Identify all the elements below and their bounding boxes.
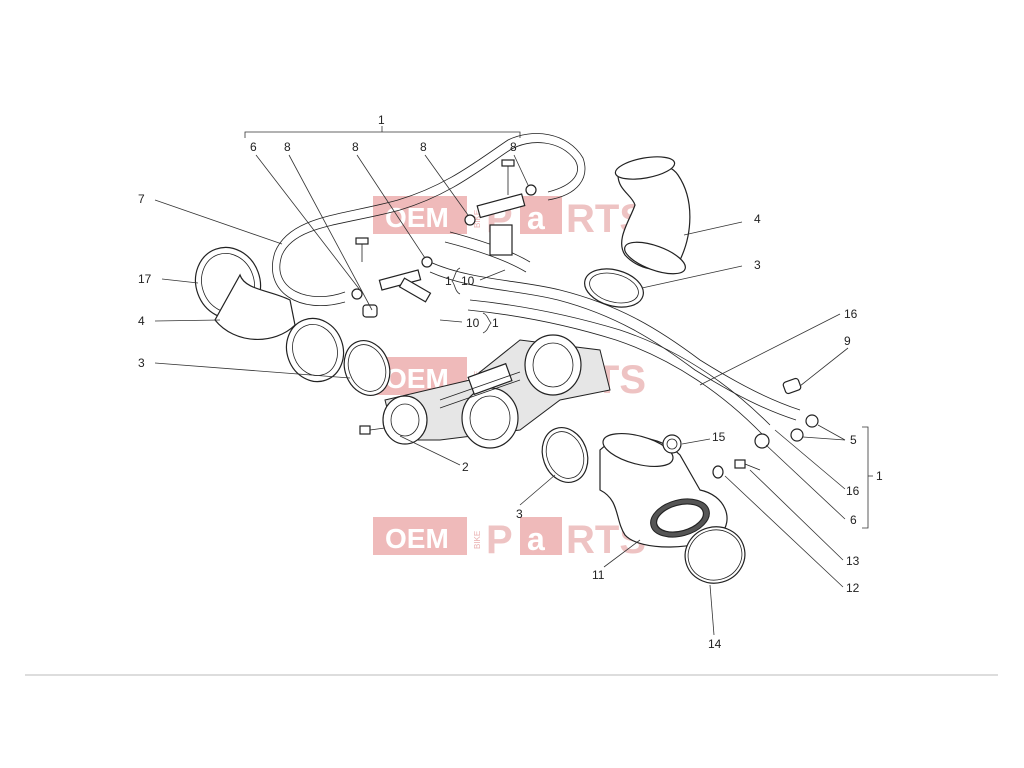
bracket-group-1-top xyxy=(244,126,521,138)
watermark-bottom: OEM BIKE P a RTS xyxy=(373,517,646,562)
callout-labels: 1 6 8 8 8 8 7 17 4 3 1 10 10 1 4 3 16 9 … xyxy=(138,113,883,651)
callout-10-a: 10 xyxy=(461,274,475,288)
brace-10-upper xyxy=(451,267,461,295)
callout-3-left: 3 xyxy=(138,356,145,370)
clamp-3-bottom xyxy=(541,427,589,483)
brace-10-lower xyxy=(482,312,492,334)
callout-4-right: 4 xyxy=(754,212,761,226)
callout-10-b: 10 xyxy=(466,316,480,330)
intake-elbow-right xyxy=(614,156,691,275)
callout-5: 5 xyxy=(850,433,857,447)
callout-16-top: 16 xyxy=(844,307,858,321)
callout-8-d: 8 xyxy=(510,140,517,154)
throttle-body-assembly xyxy=(382,334,611,449)
screw-13 xyxy=(734,459,761,471)
callout-8-c: 8 xyxy=(420,140,427,154)
callout-11: 11 xyxy=(592,568,605,582)
clamps-5 xyxy=(790,414,819,442)
cap-6-top xyxy=(362,304,378,318)
rubber-cap-15 xyxy=(662,434,682,454)
callout-12: 12 xyxy=(846,581,860,595)
bracket-group-1-right xyxy=(862,426,873,529)
washer-12 xyxy=(712,465,724,479)
callout-14: 14 xyxy=(708,637,722,651)
callout-1-mid2: 1 xyxy=(492,316,499,330)
svg-text:P: P xyxy=(486,518,513,562)
callout-1-mid: 1 xyxy=(445,274,452,288)
callout-8-a: 8 xyxy=(284,140,291,154)
svg-text:OEM: OEM xyxy=(385,202,449,233)
cap-6-bottom xyxy=(754,433,770,449)
svg-text:BIKE: BIKE xyxy=(473,210,482,228)
callout-3-bot: 3 xyxy=(516,507,523,521)
svg-text:BIKE: BIKE xyxy=(473,531,482,549)
vacuum-hose-7 xyxy=(272,133,586,306)
t-fitting-left xyxy=(355,237,432,303)
o-ring-gasket-14 xyxy=(684,526,746,584)
clamps-8 xyxy=(351,184,537,300)
callout-1-top: 1 xyxy=(378,113,385,127)
bolt-left xyxy=(359,425,386,435)
intake-manifold-11 xyxy=(599,432,728,548)
callout-1-right: 1 xyxy=(876,469,883,483)
callout-4-left: 4 xyxy=(138,314,145,328)
callout-2: 2 xyxy=(462,460,469,474)
callout-17: 17 xyxy=(138,272,152,286)
svg-text:a: a xyxy=(527,200,545,236)
svg-text:a: a xyxy=(527,521,545,557)
callout-13: 13 xyxy=(846,554,860,568)
callout-7: 7 xyxy=(138,192,145,206)
callout-16-bot: 16 xyxy=(846,484,860,498)
clamp-3-left xyxy=(343,340,391,396)
callout-15: 15 xyxy=(712,430,726,444)
t-fitting-right xyxy=(476,159,526,256)
svg-text:OEM: OEM xyxy=(385,523,449,554)
cap-9 xyxy=(782,377,802,395)
clamp-3-upper-right xyxy=(584,268,644,308)
callout-6-top: 6 xyxy=(250,140,257,154)
leader-lines xyxy=(154,154,849,636)
callout-3-right: 3 xyxy=(754,258,761,272)
callout-6-bot: 6 xyxy=(850,513,857,527)
callout-8-b: 8 xyxy=(352,140,359,154)
intake-elbow-left xyxy=(194,246,345,383)
callout-9: 9 xyxy=(844,334,851,348)
